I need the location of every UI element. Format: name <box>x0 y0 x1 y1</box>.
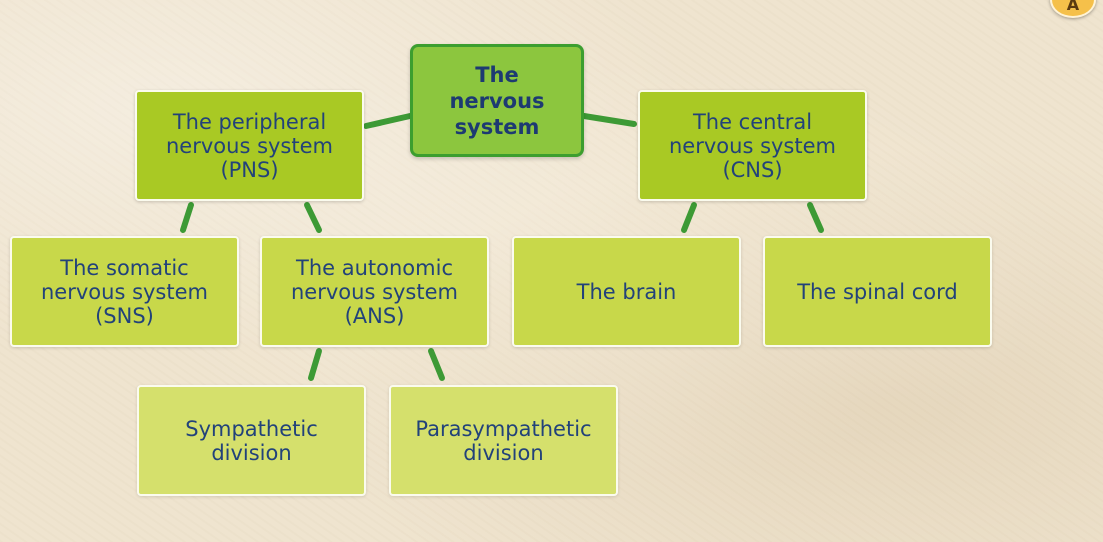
node-brain: The brain <box>512 236 741 347</box>
connector-pns-sns <box>180 202 194 233</box>
connector-pns-ans <box>304 202 322 233</box>
node-central-nervous-system: The central nervous system (CNS) <box>638 90 867 201</box>
node-nervous-system: The nervous system <box>410 44 584 157</box>
node-parasympathetic-division: Parasympathetic division <box>389 385 618 496</box>
connector-ans-sympathetic <box>308 348 322 381</box>
node-spinal-cord: The spinal cord <box>763 236 992 347</box>
node-sympathetic-division: Sympathetic division <box>137 385 366 496</box>
connector-ans-parasympathetic <box>428 348 445 381</box>
connector-cns-brain <box>681 202 697 233</box>
node-peripheral-nervous-system: The peripheral nervous system (PNS) <box>135 90 364 201</box>
connector-root-pns <box>363 113 413 129</box>
connector-root-cns <box>581 113 637 127</box>
node-autonomic-nervous-system: The autonomic nervous system (ANS) <box>260 236 489 347</box>
node-somatic-nervous-system: The somatic nervous system (SNS) <box>10 236 239 347</box>
connector-cns-spinal <box>807 202 824 233</box>
